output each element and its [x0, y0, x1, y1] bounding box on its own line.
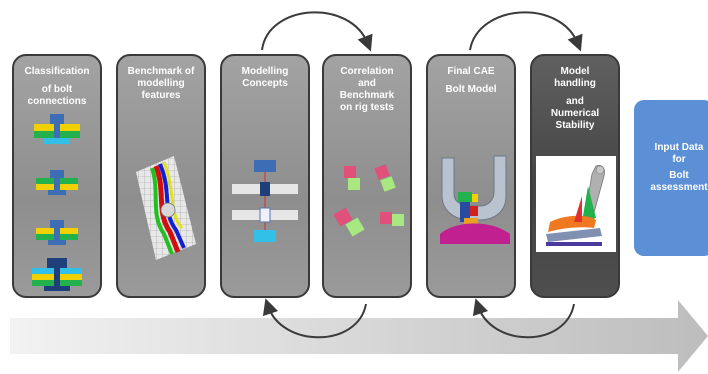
bolt-joint-2	[36, 170, 78, 195]
bolt-joint-4	[32, 258, 82, 291]
input-line: for	[672, 154, 686, 165]
panel-title: Final CAE Bolt Model	[430, 66, 512, 96]
cae-model-image	[440, 155, 510, 244]
title-line: Model	[560, 66, 590, 77]
panel-classification: Classification of bolt connections	[12, 54, 102, 298]
title-line: Benchmark	[339, 90, 395, 101]
title-line: Bolt Model	[445, 84, 497, 95]
title-line: modelling	[137, 78, 185, 89]
panel-final-cae: Final CAE Bolt Model	[426, 54, 516, 298]
title-line: Modelling	[241, 66, 289, 77]
title-line: Concepts	[242, 78, 288, 89]
bolt-joint-3	[36, 220, 78, 245]
bolt-joint-1	[34, 114, 80, 144]
title-line: Numerical	[550, 108, 600, 119]
input-line: assessment	[650, 182, 708, 193]
panel-title: Correlation and Benchmark on rig tests	[326, 66, 408, 114]
mesh-stress-image	[136, 156, 196, 260]
title-line: Final CAE	[447, 66, 495, 77]
panel-benchmark: Benchmark of modelling features	[116, 54, 206, 298]
title-line: handling	[554, 78, 596, 89]
title-line: of bolt	[41, 84, 73, 95]
title-line: connections	[27, 96, 87, 107]
bolt-concept-image	[232, 160, 298, 242]
title-line: Stability	[555, 120, 595, 131]
title-line: Correlation	[340, 66, 394, 77]
panel-modelling-concepts: Modelling Concepts	[220, 54, 310, 298]
panel-title: Modelling Concepts	[224, 66, 306, 90]
title-line: Benchmark of	[127, 66, 195, 77]
input-data-box: Input Data for Bolt assessment	[634, 100, 708, 256]
input-line: Input Data	[654, 142, 704, 153]
panel-title: Classification of bolt connections	[16, 66, 98, 108]
rig-test-images	[333, 164, 404, 237]
seat-model-image	[536, 156, 616, 252]
input-line: Bolt	[669, 170, 689, 181]
title-line: features	[141, 90, 181, 101]
panel-correlation: Correlation and Benchmark on rig tests	[322, 54, 412, 298]
panel-title: Benchmark of modelling features	[120, 66, 202, 102]
title-line: and	[566, 96, 584, 107]
bolt-joint-images	[32, 114, 82, 291]
title-line: Classification	[24, 66, 90, 77]
title-line: and	[358, 78, 376, 89]
panel-model-handling: Model handling and Numerical Stability	[530, 54, 620, 298]
input-data-label: Input Data for Bolt assessment	[642, 142, 708, 194]
panel-title: Model handling and Numerical Stability	[534, 66, 616, 132]
title-line: on rig tests	[340, 102, 394, 113]
